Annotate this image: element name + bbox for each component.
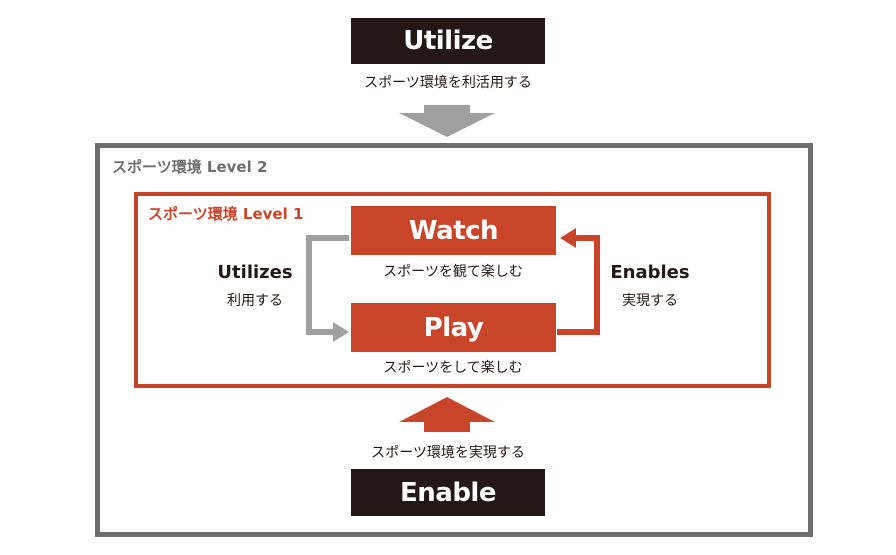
utilize-box: Utilize — [351, 18, 545, 64]
enables-arrow-line — [557, 235, 600, 335]
utilizes-arrow-line — [306, 235, 349, 335]
up-arrow-icon — [399, 397, 495, 432]
level-1-frame — [134, 192, 771, 388]
utilizes-arrow-head-icon — [333, 322, 349, 342]
enables-sub: 実現する — [622, 293, 678, 309]
enable-caption: スポーツ環境を実現する — [371, 445, 525, 461]
down-arrow-icon — [399, 105, 495, 137]
enables-label: Enables — [610, 262, 690, 283]
play-box: Play — [351, 303, 556, 352]
watch-box: Watch — [351, 206, 556, 255]
watch-caption: スポーツを観て楽しむ — [383, 264, 523, 280]
level-1-title: スポーツ環境 Level 1 — [148, 205, 304, 223]
enable-box: Enable — [351, 469, 545, 516]
enables-arrow-head-icon — [560, 228, 576, 248]
play-caption: スポーツをして楽しむ — [383, 360, 523, 376]
utilizes-label: Utilizes — [217, 262, 293, 283]
utilizes-sub: 利用する — [227, 293, 283, 309]
utilize-caption: スポーツ環境を利活用する — [364, 75, 532, 91]
level-2-frame — [95, 143, 813, 537]
level-2-title: スポーツ環境 Level 2 — [112, 158, 268, 176]
